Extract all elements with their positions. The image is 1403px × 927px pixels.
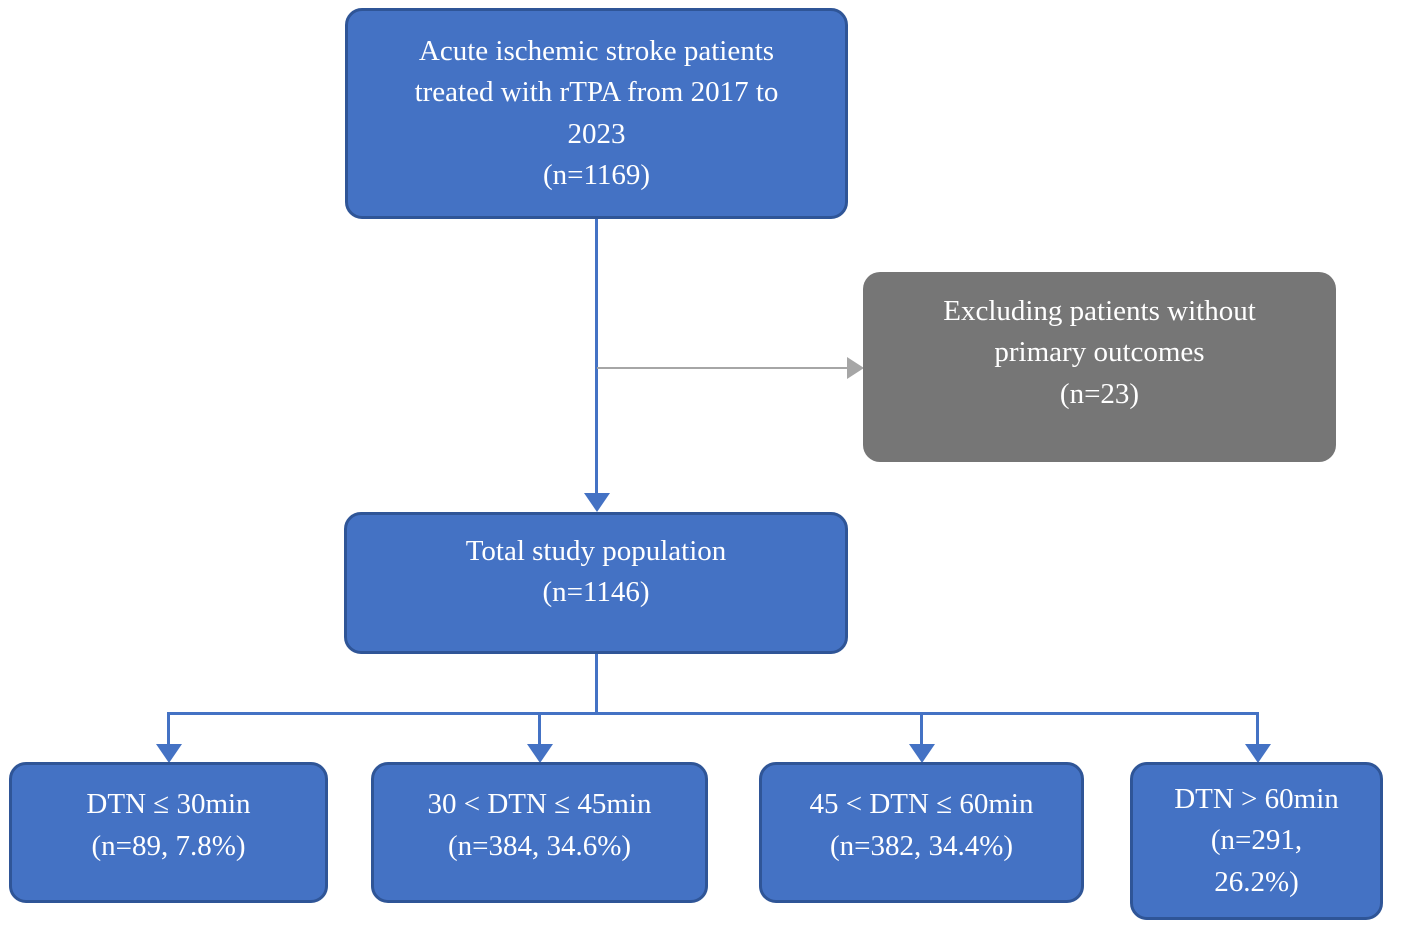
node-total-population: Total study population (n=1146) [344, 512, 848, 654]
connector-enrolled-to-total [595, 219, 598, 493]
branch-drop-dtn-gt-60 [1256, 714, 1259, 744]
node-dtn-gt-60-text: DTN > 60min (n=291, 26.2%) [1174, 783, 1339, 898]
arrowhead-down-dtn-le-30-icon [155, 744, 182, 763]
node-dtn-gt-60: DTN > 60min (n=291, 26.2%) [1130, 762, 1383, 920]
connector-to-excluded [597, 367, 849, 369]
node-excluded-patients: Excluding patients without primary outco… [863, 272, 1336, 462]
arrowhead-right-excluded-icon [847, 357, 864, 379]
node-dtn-le-30: DTN ≤ 30min (n=89, 7.8%) [9, 762, 328, 903]
arrowhead-down-dtn-45-60-icon [908, 744, 935, 763]
node-dtn-45-60: 45 < DTN ≤ 60min (n=382, 34.4%) [759, 762, 1084, 903]
arrowhead-down-dtn-30-45-icon [526, 744, 553, 763]
branch-drop-dtn-45-60 [920, 714, 923, 744]
node-dtn-30-45-text: 30 < DTN ≤ 45min (n=384, 34.6%) [427, 788, 652, 862]
branch-drop-dtn-30-45 [538, 714, 541, 744]
branch-rail [167, 712, 1259, 715]
node-enrolled-text: Acute ischemic stroke patients treated w… [414, 35, 779, 191]
node-dtn-30-45: 30 < DTN ≤ 45min (n=384, 34.6%) [371, 762, 708, 903]
node-dtn-45-60-text: 45 < DTN ≤ 60min (n=382, 34.4%) [809, 788, 1034, 862]
node-enrolled-patients: Acute ischemic stroke patients treated w… [345, 8, 848, 219]
arrowhead-down-dtn-gt-60-icon [1244, 744, 1271, 763]
arrowhead-down-total-icon [583, 493, 610, 512]
connector-total-to-branches [595, 654, 598, 714]
node-dtn-le-30-text: DTN ≤ 30min (n=89, 7.8%) [86, 788, 251, 862]
node-excluded-text: Excluding patients without primary outco… [943, 295, 1256, 410]
branch-drop-dtn-le-30 [167, 714, 170, 744]
node-total-text: Total study population (n=1146) [465, 534, 727, 608]
